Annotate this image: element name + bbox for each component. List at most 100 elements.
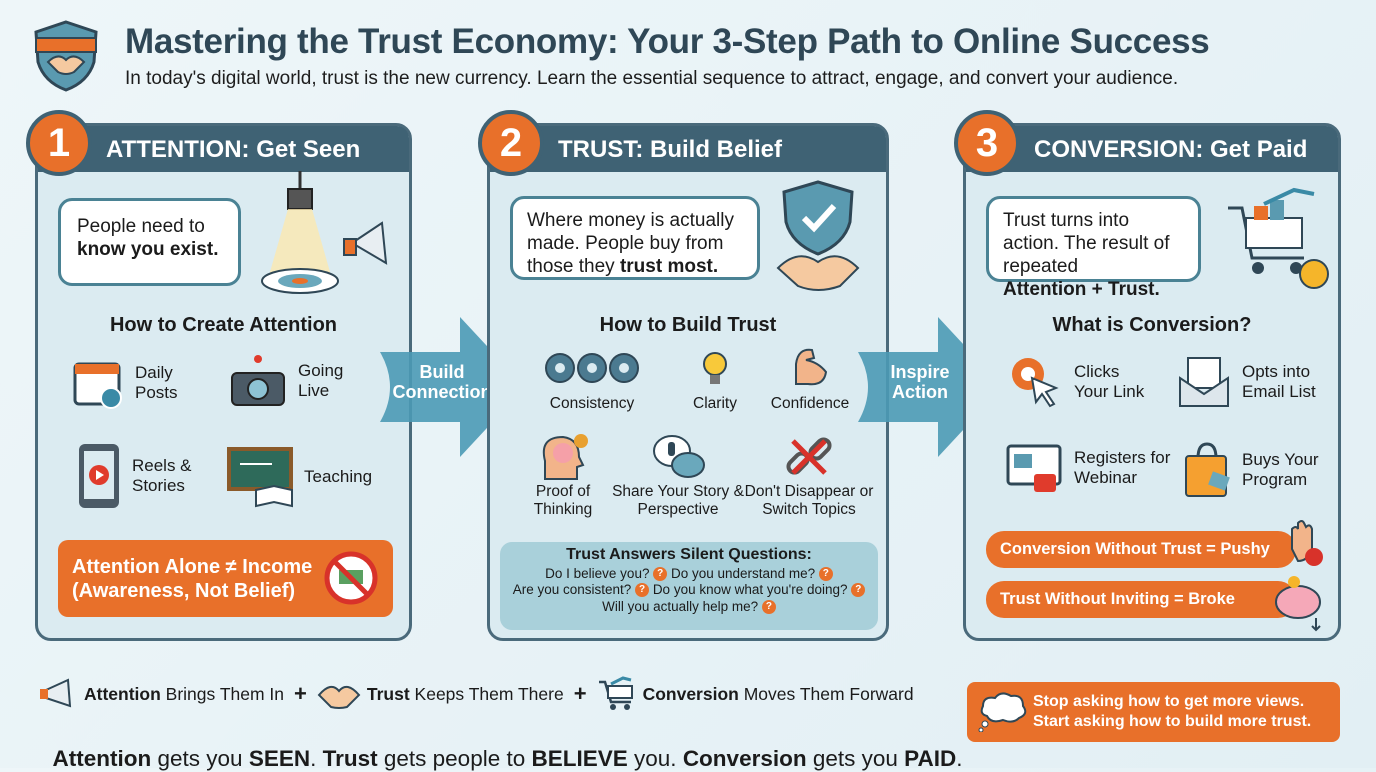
question: Do you understand me? [671,565,816,581]
question-mark-icon: ? [761,599,776,614]
shopping-bag-icon [1185,442,1230,497]
summary-bold: Conversion [682,746,807,771]
step-1-number: 1 [26,110,92,176]
step-2-number: 2 [478,110,544,176]
formula-bold: Conversion [642,683,739,704]
plus-sign: + [294,681,307,706]
broken-link-icon [786,437,832,475]
bubble-bold-text: trust most. [619,256,719,277]
step-2-title: TRUST: Build Belief [490,126,886,172]
tip-box: Stop asking how to get more views. Start… [967,682,1340,742]
question: Are you consistent? [512,582,632,597]
formula-bold: Trust [366,683,410,704]
summary-text: gets you [151,746,249,771]
chat-bubbles-icon [653,435,705,478]
question-mark-icon: ? [635,583,650,598]
attention-warning-callout: Attention Alone ≠ Income (Awareness, Not… [58,540,393,617]
item-label: Daily Posts [135,363,178,402]
formula-text: Keeps Them There [414,683,564,704]
item-label: Buys Your Program [1242,450,1319,489]
formula-text: Brings Them In [165,683,285,704]
step-1-title: ATTENTION: Get Seen [38,126,409,172]
question-mark-icon: ? [851,583,866,598]
item-label: Going Live [298,361,344,400]
cart-growth-icon [1228,187,1329,289]
item-going-live: Going Live [228,351,378,411]
item-opts-into-email: Opts into Email List [1176,354,1336,410]
item-label: Confidence [770,395,850,412]
gears-icon [545,353,639,383]
item-clicks-your-link: Clicks Your Link [1008,354,1168,410]
item-label: Clicks Your Link [1074,362,1145,401]
muscle-icon [795,348,828,386]
summary-bold: Trust [322,746,378,771]
bubble-text: Trust turns into action. The result of r… [1003,210,1170,277]
item-label: Registers for Webinar [1074,448,1171,487]
formula-bold: Attention [84,683,161,704]
megaphone-icon [40,678,72,708]
summary-text: gets you [806,746,905,771]
item-dont-disappear: Don't Disappear or Switch Topics [744,431,874,519]
item-registers-for-webinar: Registers for Webinar [1004,440,1184,496]
bubble-text: Where money is actually made. People buy… [527,210,734,277]
spotlight-target-icon [261,171,388,294]
questions-title: Trust Answers Silent Questions: [566,546,812,563]
item-confidence: Confidence [745,344,875,413]
arrow-label: Build Connection [392,362,492,402]
summary-bold: Attention [52,746,152,771]
item-consistency: Consistency [527,348,657,413]
bubble-text: People need to [77,216,205,237]
item-label: Share Your Story & Perspective [612,483,744,518]
summary-text: gets people to [377,746,532,771]
phone-video-icon [79,444,119,508]
item-daily-posts: Daily Posts [71,356,221,410]
item-label: Proof of Thinking [533,483,593,518]
item-label: Reels & Stories [132,456,192,495]
question: Do I believe you? [545,565,650,581]
item-buys-your-program: Buys Your Program [1182,440,1342,500]
no-money-icon [324,551,378,605]
envelope-icon [1179,357,1229,407]
callout-line: Attention Alone ≠ Income [72,556,313,578]
chalkboard-icon [227,447,293,508]
step-1-section-title: How to Create Attention [109,314,338,336]
step-3-speech-bubble: Trust turns into action. The result of r… [986,196,1201,300]
step-3-title: CONVERSION: Get Paid [966,126,1338,172]
webinar-icon [1006,444,1062,492]
plus-sign: + [573,681,587,706]
step-2-speech-bubble: Where money is actually made. People buy… [510,196,760,280]
formula-attention: Attention Brings Them In [84,684,284,705]
item-teaching: Teaching [226,446,406,508]
item-proof-of-thinking: Proof of Thinking [498,431,628,519]
question-mark-icon: ? [653,566,668,581]
summary-text: you. [627,746,683,771]
item-clarity: Clarity [650,348,780,413]
item-share-your-story: Share Your Story & Perspective [608,431,748,519]
page-title: Mastering the Trust Economy: Your 3-Step… [125,22,1210,61]
summary-bold: SEEN [248,746,311,771]
tip-line: Start asking how to build more trust. [1033,713,1312,730]
question: Do you know what you're doing? [652,582,848,597]
handshake-shield-logo [34,20,98,92]
step-3-section-title: What is Conversion? [1052,314,1252,336]
camera-icon [231,355,285,406]
item-reels-stories: Reels & Stories [76,441,226,511]
question: Will you actually help me? [602,598,759,614]
step-3-number: 3 [954,110,1020,176]
thought-cloud-icon [978,692,1027,732]
bubble-bold-text: Attention + Trust. [1003,279,1160,300]
brain-icon [542,434,588,480]
step-2-panel: TRUST: Build Belief 2 Where money is act… [478,110,889,641]
step-3-panel: CONVERSION: Get Paid 3 Trust turns into … [954,110,1342,641]
summary-text: . [310,746,323,771]
summary-text: . [956,746,963,771]
calendar-icon [73,362,122,409]
item-label: Clarity [693,395,737,412]
summary-bold: BELIEVE [531,746,628,771]
callout-line: (Awareness, Not Belief) [72,580,296,602]
broke-warning: Trust Without Inviting = Broke [986,581,1296,618]
pushy-warning: Conversion Without Trust = Pushy [986,531,1296,568]
item-label: Teaching [304,467,373,486]
